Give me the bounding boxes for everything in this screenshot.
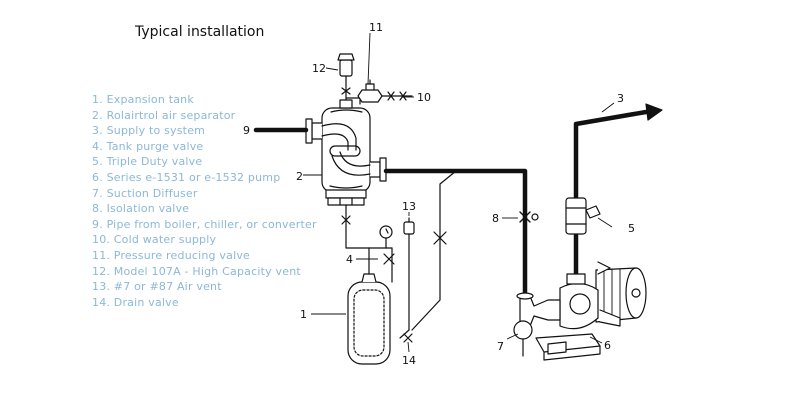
high-capacity-vent: [337, 53, 355, 81]
component-legend: 1. Expansion tank 2. Rolairtrol air sepa…: [92, 92, 317, 310]
callout-3: 3: [617, 92, 624, 105]
callout-1: 1: [300, 308, 307, 321]
legend-item-air-vent: 13. #7 or #87 Air vent: [92, 280, 222, 294]
legend-item-supply-to-system: 3. Supply to system: [92, 124, 206, 138]
legend-item-triple-duty-valve: 5. Triple Duty valve: [92, 155, 203, 169]
callout-numbers: 1 2 3 4 5 6 7 8 9 10 11 12 13 14: [243, 21, 635, 367]
callout-12: 12: [312, 62, 326, 75]
callout-2: 2: [296, 170, 303, 183]
callout-11: 11: [369, 21, 383, 34]
air-separator: [305, 99, 387, 206]
legend-item-drain-valve: 14. Drain valve: [92, 295, 179, 309]
legend-item-high-capacity-vent: 12. Model 107A - High Capacity vent: [92, 264, 301, 278]
legend-item-pressure-reducing-valve: 11. Pressure reducing valve: [92, 248, 250, 262]
legend-item-cold-water-supply: 10. Cold water supply: [92, 233, 217, 247]
pressure-reducing-valve: [357, 79, 383, 103]
callout-6: 6: [604, 339, 611, 352]
system-supply-pipe: [573, 109, 649, 283]
callout-9: 9: [243, 124, 250, 137]
expansion-tank: [347, 273, 391, 365]
triple-duty-valve: [565, 197, 601, 235]
legend-item-pump: 6. Series e-1531 or e-1532 pump: [92, 170, 281, 184]
callout-13: 13: [402, 200, 416, 213]
callout-5: 5: [628, 222, 635, 235]
legend-item-suction-diffuser: 7. Suction Diffuser: [92, 186, 198, 200]
pump-assembly: [513, 261, 647, 361]
legend-item-expansion-tank: 1. Expansion tank: [92, 93, 194, 106]
supply-pipe: [383, 168, 528, 295]
figure-title: Typical installation: [135, 24, 265, 40]
callout-4: 4: [346, 253, 353, 266]
callout-14: 14: [402, 354, 416, 367]
isolation-valve: [519, 211, 539, 223]
callout-8: 8: [492, 212, 499, 225]
legend-item-air-separator: 2. Rolairtrol air separator: [92, 108, 236, 122]
legend-item-tank-purge-valve: 4. Tank purge valve: [92, 139, 204, 153]
callout-10: 10: [417, 91, 431, 104]
flow-arrow-icon: [645, 103, 663, 121]
legend-item-boiler-pipe: 9. Pipe from boiler, chiller, or convert…: [92, 217, 317, 231]
legend-item-isolation-valve: 8. Isolation valve: [92, 202, 190, 216]
air-vent: [403, 217, 415, 235]
callout-7: 7: [497, 340, 504, 353]
